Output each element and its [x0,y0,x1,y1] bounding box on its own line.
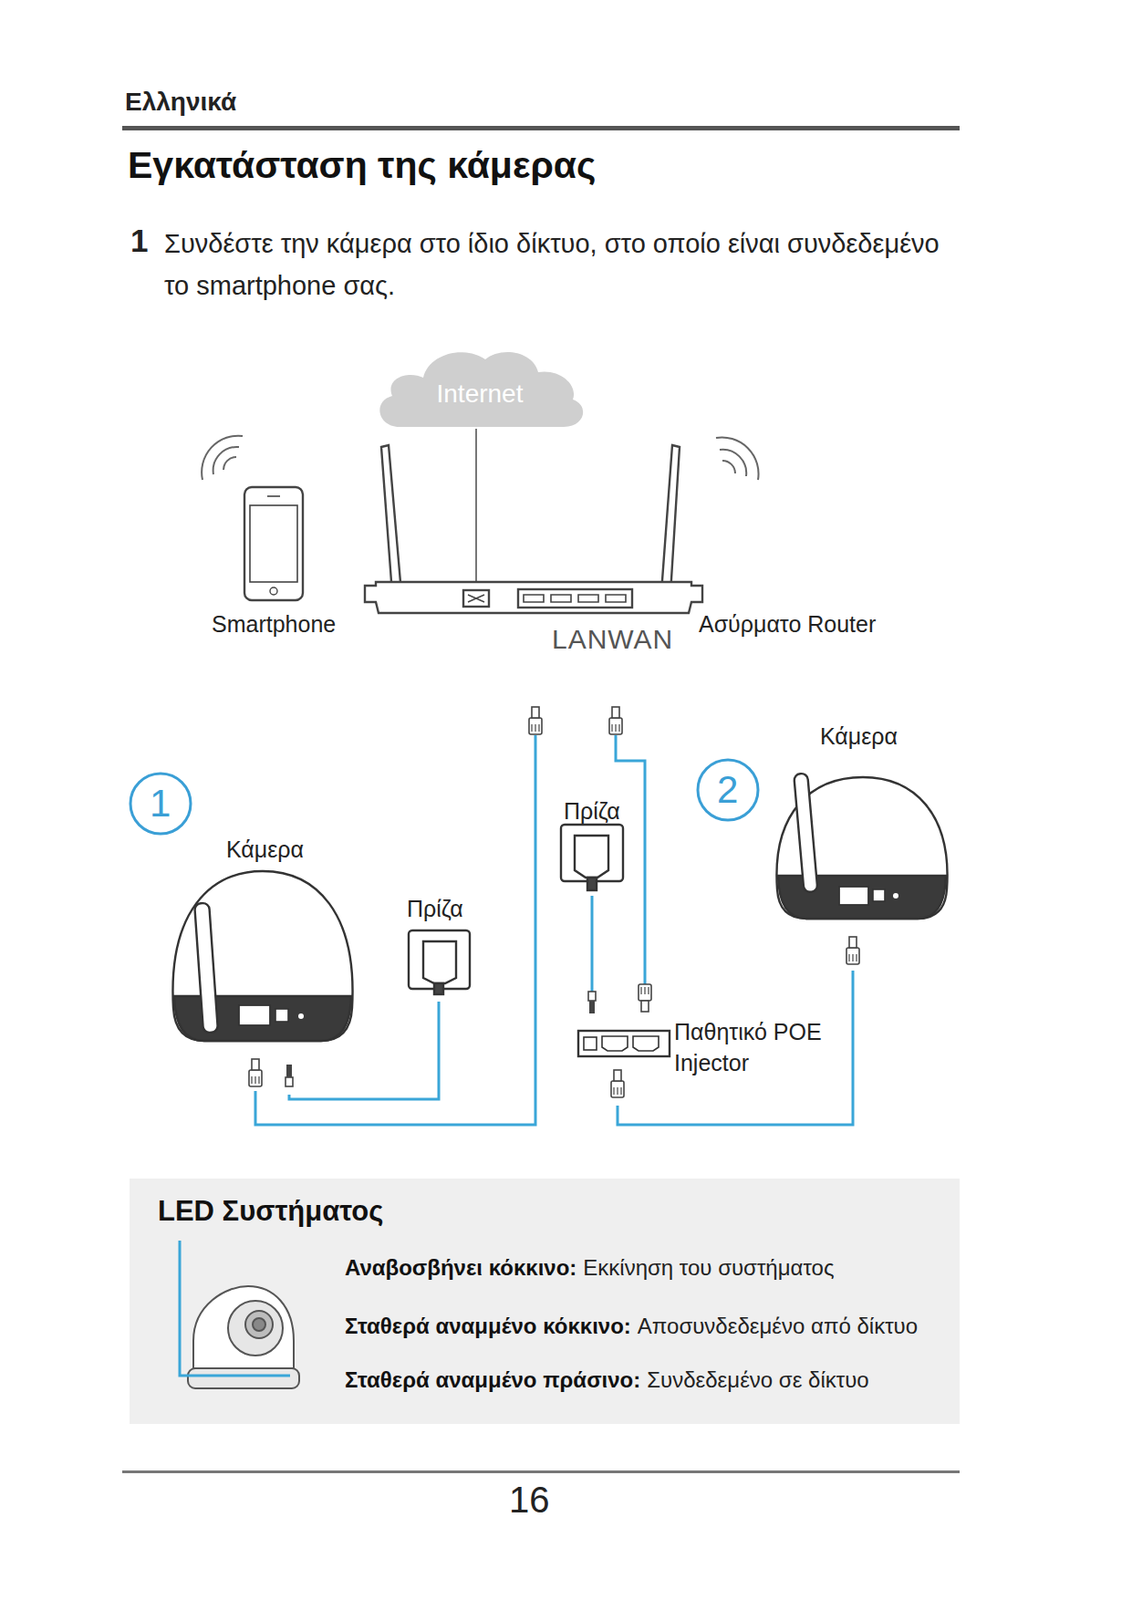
power-outlet [408,930,470,995]
device-label: Κάμερα [226,836,304,863]
device-label: Πρίζα [406,895,464,923]
led-panel: LED ΣυστήματοςΑναβοσβήνει κόκκινο:Εκκίνη… [129,1178,960,1424]
led-meaning: Συνδεδεμένο σε δίκτυο [646,1367,869,1392]
language-label: Ελληνικά [124,87,237,117]
led-meaning: Αποσυνδεδεμένο από δίκτυο [637,1313,918,1339]
led-state: Σταθερά αναμμένο κόκκινο: [344,1313,632,1339]
footer-rule [122,1470,960,1474]
callout-circle [130,773,191,834]
led-state: Αναβοσβήνει κόκκινο: [344,1255,577,1280]
internet-line [475,428,478,592]
header-rule [122,125,960,131]
device-label: Κάμερα [820,723,898,750]
panel-heading: LED Συστήματος [157,1194,384,1228]
cloud-node: Internet [372,344,588,431]
callout-circle [697,759,759,821]
device-label: Πρίζα [563,798,621,825]
step-text: Συνδέστε την κάμερα στο ίδιο δίκτυο, στο… [164,222,949,307]
step-number: 1 [130,222,148,260]
led-state: Σταθερά αναμμένο πράσινο: [344,1367,641,1392]
power-outlet [560,824,624,891]
wifi-waves [201,436,759,480]
router [364,445,703,613]
callout-number: 1 [149,781,171,826]
device-label: Ασύρματο Router [698,611,876,638]
led-row: Αναβοσβήνει κόκκινο:Εκκίνηση του συστήμα… [344,1255,834,1281]
smartphone [244,487,303,601]
device-label: Παθητικό POE Injector [674,1016,822,1079]
page-number: 16 [508,1479,551,1521]
led-row: Σταθερά αναμμένο κόκκινο:Αποσυνδεδεμένο … [344,1313,918,1340]
camera [172,871,353,1041]
page-title: Εγκατάσταση της κάμερας [127,144,596,187]
led-meaning: Εκκίνηση του συστήματος [582,1255,834,1280]
callout-number: 2 [716,768,738,812]
camera [776,773,947,919]
port-label: LANWAN [551,623,674,655]
node-text: Internet [372,344,588,409]
device-label: Smartphone [211,611,336,638]
cable [255,735,853,1125]
led-row: Σταθερά αναμμένο πράσινο:Συνδεδεμένο σε … [344,1367,870,1393]
poe-injector [578,1030,670,1057]
